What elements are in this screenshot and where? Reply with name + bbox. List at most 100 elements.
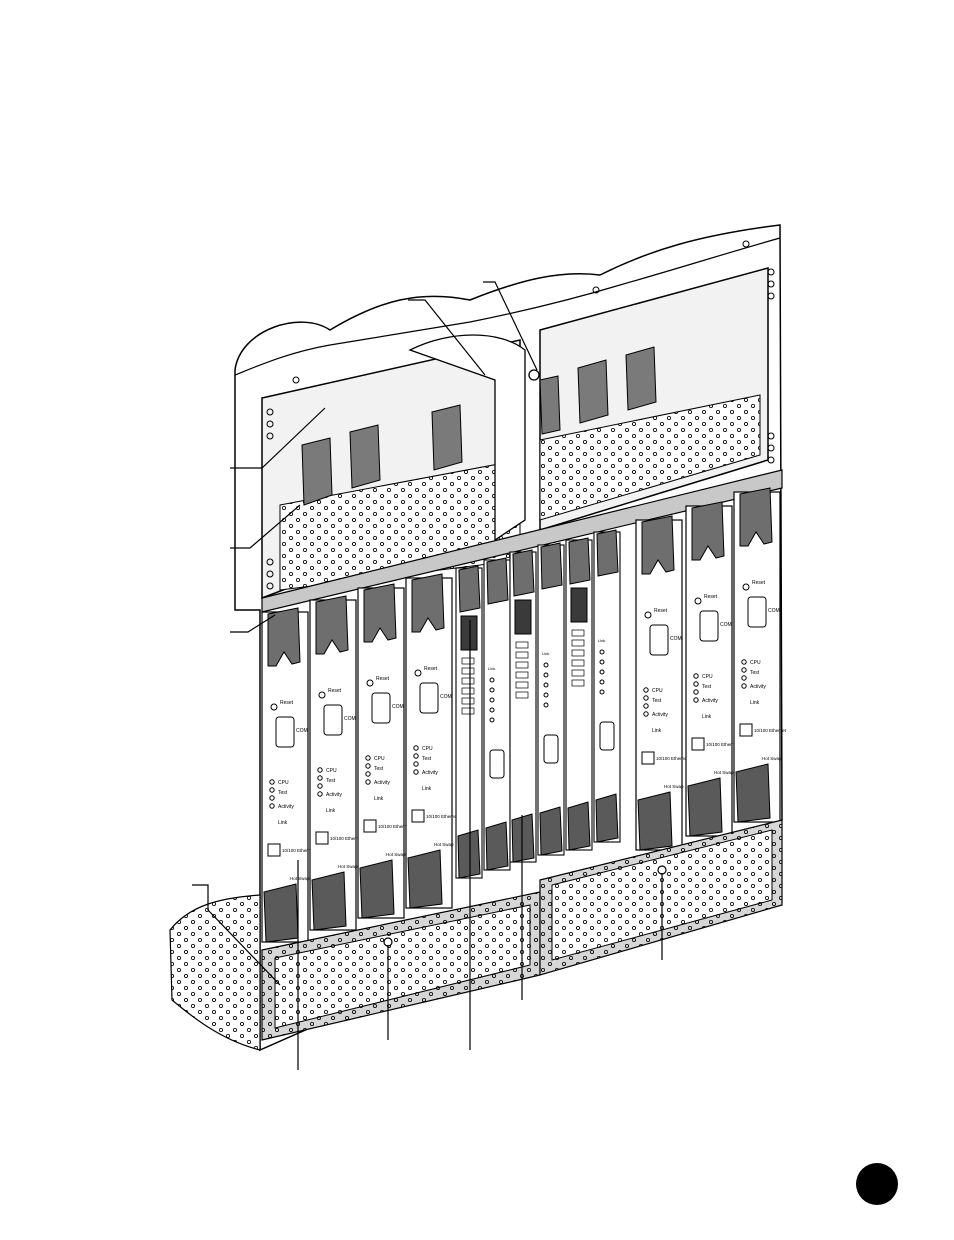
hot-swap-label: Hot Swap bbox=[434, 842, 454, 847]
cpu-label: CPU bbox=[278, 780, 289, 786]
com-port-icon bbox=[599, 721, 615, 751]
top-ejector-handle bbox=[411, 573, 445, 633]
reset-label: Reset bbox=[280, 700, 294, 706]
port-led-icon bbox=[571, 669, 585, 677]
activity-label: Activity bbox=[750, 684, 766, 690]
ethernet-label: 10/100 Ethernet bbox=[426, 814, 459, 819]
status-led-icon bbox=[543, 692, 549, 698]
hot-swap-label: Hot Swap bbox=[338, 864, 358, 869]
bottom-ejector-handle bbox=[485, 821, 509, 871]
fiber-port-icon bbox=[514, 599, 532, 635]
com-port-icon bbox=[419, 682, 439, 714]
com-label: COM bbox=[670, 636, 682, 642]
activity-label: Activity bbox=[374, 780, 390, 786]
port-led-icon bbox=[461, 657, 475, 665]
com-label: COM bbox=[392, 704, 404, 710]
ethernet-jack-icon bbox=[641, 751, 655, 765]
status-led-icon bbox=[317, 783, 323, 789]
top-ejector-handle bbox=[315, 595, 349, 655]
com-port-icon bbox=[649, 624, 669, 656]
reset-button-icon bbox=[270, 703, 278, 711]
port-led-icon bbox=[515, 641, 529, 649]
io-card: Link bbox=[483, 557, 511, 871]
status-led-icon bbox=[489, 687, 495, 693]
io-card-faceplate bbox=[593, 531, 621, 843]
status-led-icon bbox=[489, 707, 495, 713]
cpu-label: CPU bbox=[326, 768, 337, 774]
io-label: Link bbox=[542, 651, 549, 656]
status-led-icon bbox=[543, 672, 549, 678]
reset-button-icon bbox=[366, 679, 374, 687]
ethernet-label: 10/100 Ethernet bbox=[656, 756, 689, 761]
io-card-faceplate bbox=[537, 544, 565, 856]
test-label: Test bbox=[422, 756, 432, 762]
port-led-icon bbox=[571, 649, 585, 657]
reset-button-icon bbox=[318, 691, 326, 699]
status-led-icon bbox=[693, 681, 699, 687]
ethernet-jack-icon bbox=[411, 809, 425, 823]
ethernet-label: 10/100 Ethernet bbox=[754, 728, 787, 733]
page-marker-icon bbox=[856, 1163, 898, 1205]
com-label: COM bbox=[344, 716, 356, 722]
status-led-icon bbox=[643, 711, 649, 717]
status-led-icon bbox=[413, 769, 419, 775]
com-port-icon bbox=[543, 734, 559, 764]
status-led-icon bbox=[599, 659, 605, 665]
link-label: Link bbox=[750, 700, 760, 706]
com-label: COM bbox=[768, 608, 780, 614]
top-ejector-handle bbox=[512, 549, 535, 597]
top-ejector-handle bbox=[458, 565, 481, 613]
status-led-icon bbox=[269, 787, 275, 793]
card-faceplate bbox=[685, 505, 733, 837]
cpu-label: CPU bbox=[652, 688, 663, 694]
link-label: Link bbox=[326, 808, 336, 814]
bottom-ejector-handle bbox=[359, 859, 395, 919]
port-led-icon bbox=[571, 639, 585, 647]
com-port-icon bbox=[699, 610, 719, 642]
io-card bbox=[509, 549, 537, 863]
status-led-icon bbox=[317, 791, 323, 797]
bottom-ejector-handle bbox=[407, 849, 443, 909]
activity-label: Activity bbox=[326, 792, 342, 798]
status-led-icon bbox=[413, 761, 419, 767]
ethernet-jack-icon bbox=[363, 819, 377, 833]
com-port-icon bbox=[371, 692, 391, 724]
status-led-icon bbox=[365, 771, 371, 777]
status-led-icon bbox=[543, 662, 549, 668]
hot-swap-label: Hot Swap bbox=[714, 770, 734, 775]
bottom-ejector-handle bbox=[687, 777, 723, 837]
test-label: Test bbox=[326, 778, 336, 784]
reset-button-icon bbox=[694, 597, 702, 605]
link-label: Link bbox=[702, 714, 712, 720]
hot-swap-label: Hot Swap bbox=[762, 756, 782, 761]
bottom-ejector-handle bbox=[539, 806, 563, 856]
status-led-icon bbox=[543, 682, 549, 688]
status-led-icon bbox=[365, 779, 371, 785]
test-label: Test bbox=[702, 684, 712, 690]
status-led-icon bbox=[693, 697, 699, 703]
com-port-icon bbox=[323, 704, 343, 736]
status-led-icon bbox=[599, 679, 605, 685]
status-led-icon bbox=[643, 687, 649, 693]
status-led-icon bbox=[317, 775, 323, 781]
ethernet-jack-icon bbox=[739, 723, 753, 737]
reset-button-icon bbox=[742, 583, 750, 591]
bottom-ejector-handle bbox=[735, 763, 771, 823]
tray-screw-icon bbox=[657, 865, 667, 875]
upper-slot-ejectors bbox=[301, 346, 657, 506]
top-ejector-handle bbox=[363, 583, 397, 643]
cpu-label: CPU bbox=[702, 674, 713, 680]
io-card bbox=[455, 565, 483, 879]
reset-button-icon bbox=[414, 669, 422, 677]
port-led-icon bbox=[515, 661, 529, 669]
link-label: Link bbox=[278, 820, 288, 826]
captive-screw-icon bbox=[528, 369, 540, 381]
status-led-icon bbox=[489, 677, 495, 683]
bottom-ejector-handle bbox=[595, 793, 619, 843]
